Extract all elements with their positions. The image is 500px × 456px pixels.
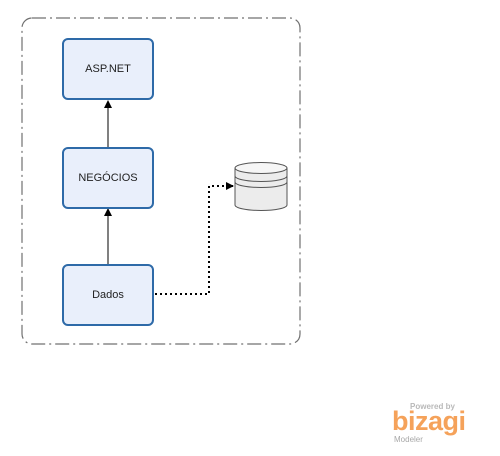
database-icon[interactable] [234,162,288,211]
node-dados[interactable]: Dados [62,264,154,326]
node-aspnet[interactable]: ASP.NET [62,38,154,100]
edge-dados-to-database [155,182,234,295]
layer-group-boundary [21,17,301,345]
node-negocios-label: NEGÓCIOS [78,171,137,184]
bizagi-logo: bizagi [392,406,466,436]
node-dados-label: Dados [92,289,124,301]
powered-by-text: Powered by [410,402,455,411]
node-aspnet-label: ASP.NET [85,63,131,75]
node-negocios[interactable]: NEGÓCIOS [62,147,154,209]
modeler-text: Modeler [394,435,423,444]
bizagi-branding: Powered by bizagi Modeler [392,402,482,448]
